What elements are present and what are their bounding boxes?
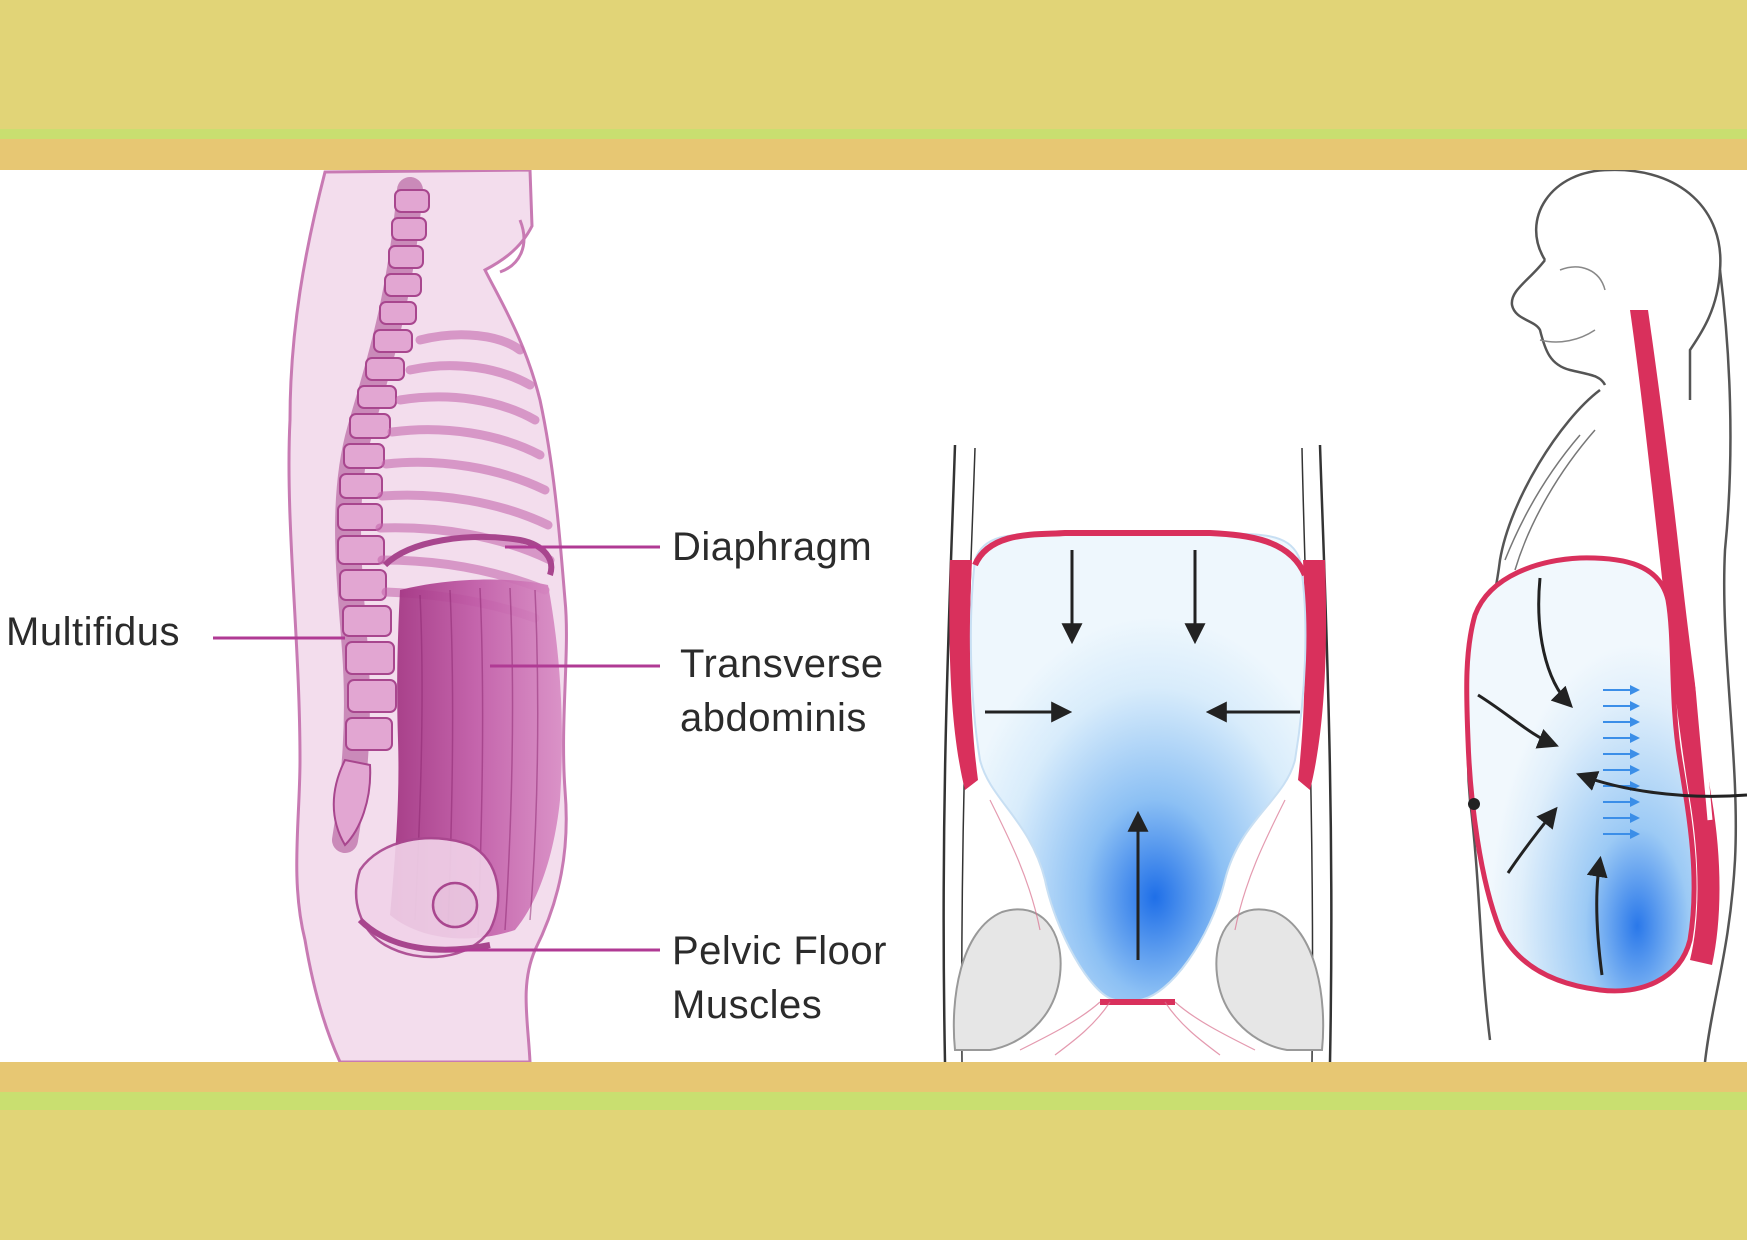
arrow-icon [1576, 771, 1747, 798]
pressure-arrows [985, 550, 1300, 960]
top-stripe-tan [0, 139, 1747, 170]
label-multifidus: Multifidus [6, 610, 180, 654]
abdominal-cavity-front-view [942, 444, 1333, 1062]
arrow-icon [1477, 693, 1559, 749]
arrow-icon [1537, 577, 1573, 708]
diaphragm-dome [972, 530, 1308, 577]
illustration-panel [0, 170, 1747, 1062]
label-diaphragm: Diaphragm [672, 525, 873, 569]
spine [332, 177, 430, 853]
side-pressure-arrows [1477, 577, 1747, 976]
spinal-muscle-band [1630, 310, 1720, 965]
label-transverse-line1: Transverse [680, 642, 884, 686]
pressure-cavity [969, 532, 1307, 1001]
label-pelvic-line2: Muscles [672, 983, 823, 1027]
torso-side-view [287, 170, 568, 1062]
bottom-stripe-tan [0, 1062, 1747, 1092]
top-stripe-light [0, 129, 1747, 139]
label-pelvic-floor-muscles: Pelvic Floor Muscles [672, 924, 887, 1032]
pelvis [355, 836, 500, 959]
pelvic-floor-muscle [357, 917, 491, 953]
bottom-stripe-light [0, 1092, 1747, 1110]
anatomy-illustration [213, 170, 1747, 1062]
leader-lines [213, 545, 660, 952]
arrow-icon [1506, 806, 1558, 874]
diaphragm-muscle [382, 534, 555, 576]
label-transverse-abdominis: Transverse abdominis [680, 637, 884, 745]
label-transverse-line2: abdominis [680, 696, 867, 740]
abdominal-wall-left [949, 560, 978, 790]
arrow-icon [1586, 855, 1608, 976]
label-pelvic-line1: Pelvic Floor [672, 929, 887, 973]
body-side-view-with-head [1464, 170, 1747, 1062]
